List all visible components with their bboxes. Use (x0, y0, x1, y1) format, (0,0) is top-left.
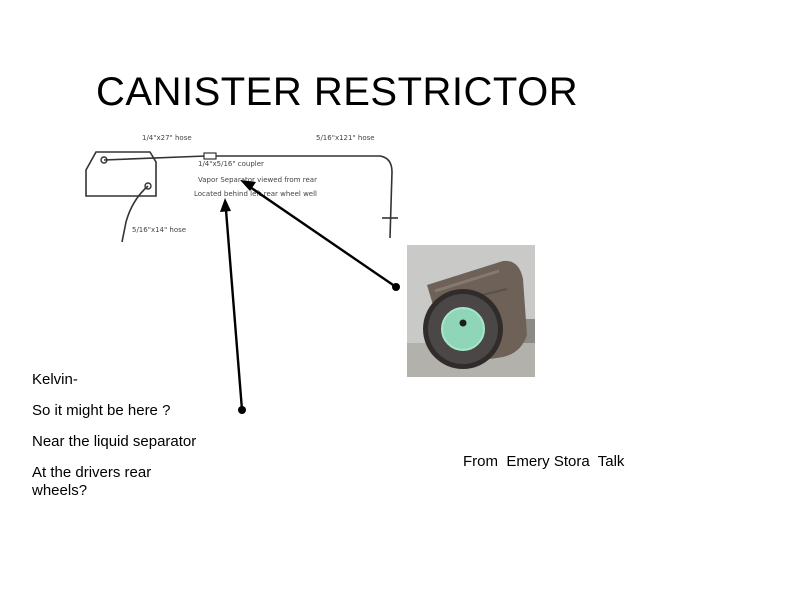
pointer-arrow-note (224, 209, 244, 411)
label-coupler: 1/4"x5/16" coupler (198, 160, 264, 168)
main-hose-line (103, 155, 393, 239)
canister-outline (85, 151, 157, 197)
source-credit: From Emery Stora Talk (463, 453, 625, 470)
note-line-4: At the drivers rear wheels? (32, 464, 152, 499)
label-hose-top-right: 5/16"x121" hose (316, 134, 375, 142)
label-separator-line1: Vapor Separator viewed from rear (198, 176, 317, 184)
note-line-2: So it might be here ? (32, 402, 171, 419)
label-separator-line2: Located behind left rear wheel well (194, 190, 317, 198)
lower-hose-line (121, 185, 149, 243)
pointer-dot-photo (392, 283, 400, 291)
coupler-mark (203, 152, 217, 160)
label-hose-bottom: 5/16"x14" hose (132, 226, 186, 234)
label-hose-top-left: 1/4"x27" hose (142, 134, 192, 142)
pointer-arrowhead-photo (240, 180, 256, 191)
slide-title: CANISTER RESTRICTOR (96, 70, 579, 114)
note-line-1: Kelvin- (32, 371, 78, 388)
pointer-arrowhead-note (220, 198, 231, 212)
restrictor-photo (407, 245, 535, 377)
restrictor-insert (442, 308, 484, 350)
pointer-dot-note (238, 406, 246, 414)
pointer-arrow-photo (249, 186, 397, 288)
note-line-3: Near the liquid separator (32, 433, 197, 450)
canister-port-bottom (144, 182, 152, 190)
